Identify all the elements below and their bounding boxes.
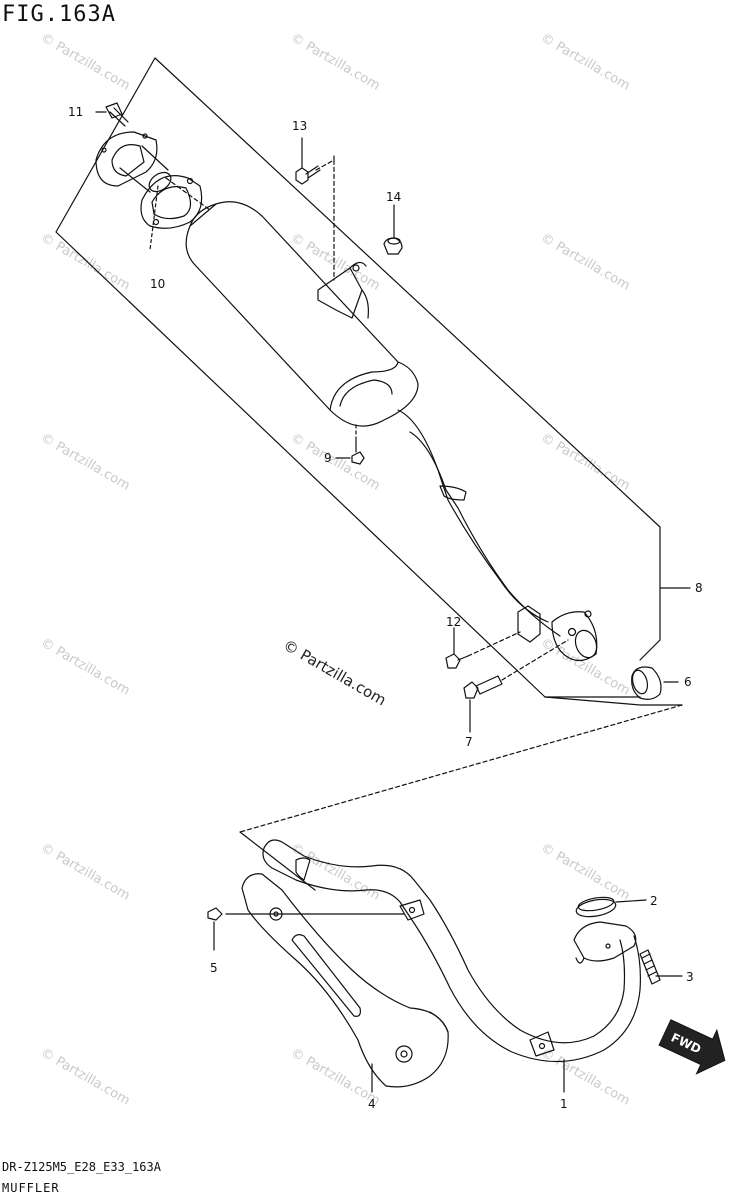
figure-title: FIG.163A: [2, 2, 116, 27]
callout-5: 5: [210, 961, 218, 975]
watermark: © Partzilla.com: [38, 1045, 132, 1108]
callout-labels: 1 2 3 4 5 6 7 8 9 10 11 12 13 14: [68, 105, 703, 1111]
stud-3: [639, 949, 661, 985]
callout-2: 2: [650, 894, 658, 908]
heat-shield-4: [241, 873, 449, 1088]
watermark: © Partzilla.com: [38, 30, 132, 93]
watermark: © Partzilla.com: [38, 230, 132, 293]
callout-13: 13: [292, 119, 307, 133]
section-name: MUFFLER: [2, 1181, 60, 1195]
callout-8: 8: [695, 581, 703, 595]
watermark: © Partzilla.com: [288, 30, 382, 93]
watermark: © Partzilla.com: [538, 430, 632, 493]
watermark: © Partzilla.com: [38, 430, 132, 493]
callout-7: 7: [465, 735, 473, 749]
grommet-14: [383, 237, 403, 255]
bolt-12: [445, 653, 469, 669]
watermark-layer: © Partzilla.com © Partzilla.com © Partzi…: [38, 30, 632, 1108]
watermark: © Partzilla.com: [38, 840, 132, 903]
callout-12: 12: [446, 615, 461, 629]
watermark-main: © Partzilla.com: [280, 636, 389, 709]
callout-1: 1: [560, 1097, 568, 1111]
callout-6: 6: [684, 675, 692, 689]
assembly-outline-bottom: [544, 696, 683, 706]
bolt-9: [351, 439, 365, 465]
watermark: © Partzilla.com: [538, 230, 632, 293]
callout-14: 14: [386, 190, 401, 204]
watermark: © Partzilla.com: [38, 635, 132, 698]
assembly-outline: [55, 57, 661, 698]
inlet-flange-part: [95, 102, 172, 193]
dashed-axis: [165, 177, 211, 211]
bolt-7: [463, 675, 503, 699]
gasket-part: [140, 175, 203, 229]
leader-10: [149, 185, 159, 251]
connection-line: [239, 704, 683, 833]
bolt-13: [295, 165, 321, 185]
watermark: © Partzilla.com: [288, 430, 382, 493]
diagram-code: DR-Z125M5_E28_E33_163A: [2, 1160, 161, 1174]
watermark: © Partzilla.com: [538, 840, 632, 903]
callout-3: 3: [686, 970, 694, 984]
gasket-2: [575, 896, 617, 918]
callout-10: 10: [150, 277, 165, 291]
watermark: © Partzilla.com: [538, 635, 632, 698]
fwd-arrow-icon: FWD: [658, 1019, 726, 1075]
callout-4: 4: [368, 1097, 376, 1111]
muffler-body: [185, 201, 419, 427]
callout-11: 11: [68, 105, 83, 119]
exhaust-pipe-1: [262, 839, 641, 1063]
tail-pipe: [397, 409, 598, 662]
callout-9: 9: [324, 451, 332, 465]
watermark: © Partzilla.com: [288, 230, 382, 293]
watermark: © Partzilla.com: [288, 840, 382, 903]
bolt-5: [207, 907, 223, 921]
leader-2: [615, 899, 647, 903]
connection-line-lower: [239, 831, 316, 891]
end-cap-6: [631, 666, 662, 700]
watermark: © Partzilla.com: [538, 30, 632, 93]
watermark: © Partzilla.com: [538, 1045, 632, 1108]
